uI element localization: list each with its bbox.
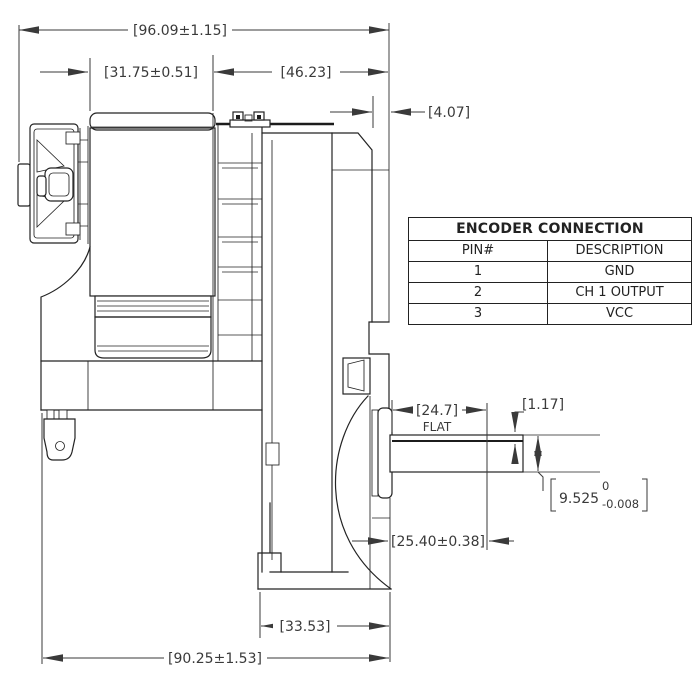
hub-flange xyxy=(371,409,379,497)
dim-flat-len-text: [24.7] xyxy=(416,403,458,419)
pin-number: 1 xyxy=(409,262,548,282)
dimension-mid-width: [46.23] xyxy=(214,65,388,81)
shaft-stub xyxy=(17,163,31,207)
winding-band-lines xyxy=(97,300,209,312)
tolerance-bracket-left xyxy=(550,478,556,512)
encoder-table-title: ENCODER CONNECTION xyxy=(409,218,691,241)
dimension-flat-length: [24.7] FLAT xyxy=(393,403,486,434)
winding-band xyxy=(94,295,212,318)
gearbox-bottom-edges xyxy=(257,571,392,590)
encoder-connector xyxy=(216,111,334,128)
encoder-table-row-3: 3 VCC xyxy=(409,304,691,324)
output-shaft xyxy=(389,434,600,473)
dim-total-top-text: [96.09±1.15] xyxy=(133,23,227,39)
dimension-shaft-diameter: 9.525 0 -0.008 xyxy=(534,436,648,512)
dimension-gearbox-width: [33.53] xyxy=(261,618,389,635)
dim-stack-text: [31.75±0.51] xyxy=(104,65,198,81)
encoder-col-desc-header: DESCRIPTION xyxy=(575,243,664,258)
terminal-hole xyxy=(55,441,65,451)
pin-description: GND xyxy=(604,264,635,279)
hub-lower-step xyxy=(372,498,391,589)
end-bracket-inner xyxy=(33,128,75,239)
connector-pin-b xyxy=(257,115,261,119)
bracket-plate-ticks xyxy=(78,139,88,227)
gearbox-bulge-arc xyxy=(335,395,392,590)
tolerance-bracket-right xyxy=(642,478,648,512)
motor-lower-housing xyxy=(40,246,263,461)
dimension-total-width: [96.09±1.15] xyxy=(19,22,389,39)
dimension-total-bottom: [90.25±1.53] xyxy=(43,650,389,667)
dim-total-bottom-text: [90.25±1.53] xyxy=(168,651,262,667)
pin-number: 2 xyxy=(409,283,548,303)
spade-terminal xyxy=(43,418,76,461)
rear-bracket-verticals xyxy=(212,113,253,361)
connector-mid xyxy=(244,114,253,122)
bracket-step-bottom xyxy=(65,222,81,236)
bearing-boss xyxy=(36,175,47,197)
bracket-step-top xyxy=(65,131,81,145)
dim-flat-label-text: FLAT xyxy=(423,420,452,434)
fan-end-assembly xyxy=(17,123,89,244)
shaft-extension-lines xyxy=(523,434,600,473)
dim-flat-depth-text: [1.17] xyxy=(522,397,564,413)
bearing-hub-inner xyxy=(48,172,70,197)
bracket-plate xyxy=(79,126,89,244)
stack-lower xyxy=(94,316,212,359)
terminal-tab-right xyxy=(58,409,68,420)
stack-body xyxy=(89,127,216,297)
dim-shaft-dia-text: 9.525 xyxy=(559,491,599,507)
gearbox-housing xyxy=(257,23,393,590)
mounting-boss xyxy=(342,357,371,395)
housing-inner-verticals xyxy=(87,361,214,410)
encoder-col-pin-header: PIN# xyxy=(409,241,548,261)
stack-lower-lines xyxy=(97,345,209,352)
dim-shaft-len-text: [25.40±0.38] xyxy=(391,534,485,550)
encoder-table-header-row: PIN# DESCRIPTION xyxy=(409,241,691,262)
dimension-flat-depth: [1.17] xyxy=(511,397,564,464)
encoder-connection-table: ENCODER CONNECTION PIN# DESCRIPTION 1 GN… xyxy=(408,217,692,325)
connector-base xyxy=(229,119,271,128)
housing-left-curve xyxy=(40,246,91,411)
motor-rear-bracket xyxy=(212,113,262,361)
dim-shaft-dia-upper-tol: 0 xyxy=(602,479,609,493)
encoder-table-row-1: 1 GND xyxy=(409,262,691,283)
extension-lines xyxy=(18,25,488,664)
dimension-shaft-length: [25.40±0.38] xyxy=(352,534,514,550)
gearbox-foot xyxy=(257,502,282,590)
stack-top-cap xyxy=(89,112,216,131)
gearbox-top-profile xyxy=(261,132,373,323)
dim-gear-width-text: [33.53] xyxy=(279,619,330,635)
dimension-step: [4.07] xyxy=(330,105,470,121)
pin-description: VCC xyxy=(605,306,634,321)
dim-shaft-dia-lower-tol: -0.008 xyxy=(602,497,639,511)
gearbox-clip-notch xyxy=(368,321,390,411)
terminal-tab-left xyxy=(46,409,55,420)
connector-pin-a xyxy=(236,115,240,119)
side-lug xyxy=(265,442,280,466)
mounting-boss-inner xyxy=(347,359,365,392)
dim-step-text: [4.07] xyxy=(428,105,470,121)
dimension-stack-width: [31.75±0.51] xyxy=(40,65,198,81)
dim-mid-text: [46.23] xyxy=(280,65,331,81)
rear-bracket-ribs xyxy=(218,162,262,336)
pin-number: 3 xyxy=(409,304,548,324)
lamination-stack xyxy=(89,112,216,359)
pin-description: CH 1 OUTPUT xyxy=(575,285,664,300)
encoder-table-row-2: 2 CH 1 OUTPUT xyxy=(409,283,691,304)
